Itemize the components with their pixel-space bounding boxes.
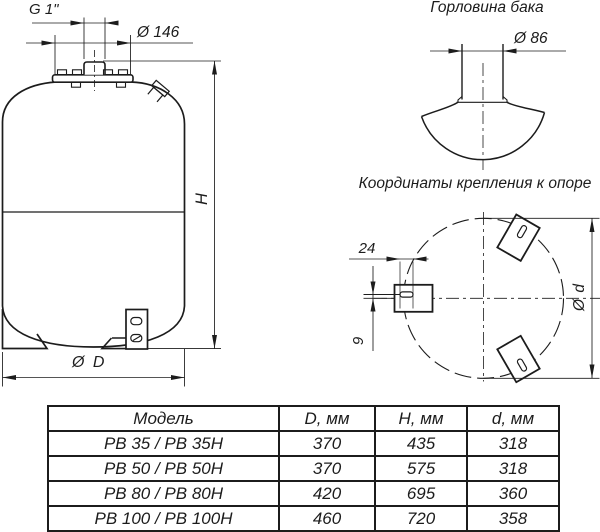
mount-detail — [349, 212, 600, 384]
flange-diameter-label: Ø 146 — [137, 24, 180, 41]
neck-detail-title: Горловина бака — [430, 0, 544, 16]
height-dimension-label: H — [192, 193, 211, 205]
slot-offset-label: 9 — [349, 336, 367, 346]
header-feet-circle: d, мм — [466, 405, 560, 432]
cell-d: 370 — [278, 430, 376, 457]
feet-circle-diameter-label: Ø d — [571, 283, 589, 311]
thread-size-label: G 1" — [29, 1, 59, 18]
table-header-row: Модель D, мм H, мм d, мм — [47, 405, 560, 432]
table-row: РВ 50 / РВ 50Н 370 575 318 — [47, 455, 560, 482]
slot-length-label: 24 — [358, 240, 376, 257]
cell-h: 720 — [374, 505, 468, 532]
front-view — [1, 50, 221, 350]
mount-foot-lower-right — [496, 334, 541, 384]
cell-d: 460 — [278, 505, 376, 532]
table-row: РВ 100 / РВ 100Н 460 720 358 — [47, 505, 560, 532]
cell-h: 435 — [374, 430, 468, 457]
mount-detail-title: Координаты крепления к опоре — [358, 175, 592, 192]
cell-model: РВ 50 / РВ 50Н — [47, 455, 280, 482]
cell-dd: 358 — [466, 505, 560, 532]
mount-foot-upper-right — [496, 213, 541, 263]
cell-h: 575 — [374, 455, 468, 482]
header-model: Модель — [47, 405, 280, 432]
table-row: РВ 80 / РВ 80Н 420 695 360 — [47, 480, 560, 507]
header-diameter: D, мм — [278, 405, 376, 432]
cell-model: РВ 35 / РВ 35Н — [47, 430, 280, 457]
cell-dd: 360 — [466, 480, 560, 507]
cell-dd: 318 — [466, 455, 560, 482]
front-view-arrowheads — [2, 20, 217, 380]
cell-d: 420 — [278, 480, 376, 507]
cell-dd: 318 — [466, 430, 560, 457]
neck-diameter-label: Ø 86 — [514, 30, 548, 47]
specification-table: Модель D, мм H, мм d, мм РВ 35 / РВ 35Н … — [47, 405, 560, 532]
cell-d: 370 — [278, 455, 376, 482]
tank-diameter-label: Ø D — [72, 354, 107, 371]
cell-model: РВ 100 / РВ 100Н — [47, 505, 280, 532]
mount-foot-left — [393, 283, 434, 313]
cell-model: РВ 80 / РВ 80Н — [47, 480, 280, 507]
cell-h: 695 — [374, 480, 468, 507]
table-row: РВ 35 / РВ 35Н 370 435 318 — [47, 430, 560, 457]
header-height: H, мм — [374, 405, 468, 432]
neck-detail — [420, 44, 566, 170]
